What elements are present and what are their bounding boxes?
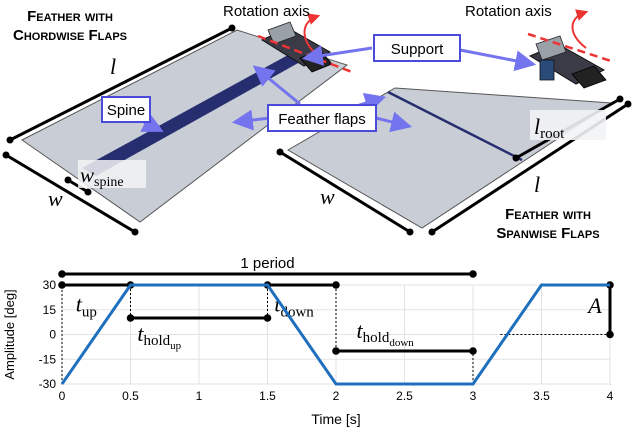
x-axis-label: Time [s] (311, 411, 360, 427)
t-up-label: tup (76, 291, 97, 320)
dim-l-right: l (534, 172, 540, 197)
series-line (60, 283, 610, 386)
y-ticks: 30 15 0 -15 -30 (39, 278, 57, 391)
chordwise-title-line2: Chordwise Flaps (13, 27, 127, 44)
x-tick-label: 3.5 (533, 389, 550, 403)
spanwise-title-line2: Spanwise Flaps (496, 225, 599, 242)
t-hold-down-bar-end (469, 347, 477, 355)
support-label: Support (391, 41, 444, 58)
y-tick-label: 15 (43, 303, 57, 317)
y-tick-label: -30 (39, 377, 57, 391)
period-bar-end (469, 270, 477, 278)
t-hold-down-bar-start (332, 347, 340, 355)
x-ticks: 0 0.5 1 1.5 2 2.5 3 3.5 4 (59, 389, 614, 403)
dim-w-right: w (320, 184, 335, 209)
dim-w-left: w (48, 186, 63, 211)
spanwise-flap-divider (387, 90, 523, 162)
t-hold-up-bar-start (126, 314, 135, 322)
spanwise-rotation-axis (527, 32, 615, 64)
spanwise-support (528, 35, 607, 89)
y-axis-label: Amplitude [deg] (2, 289, 17, 379)
y-tick-label: 0 (49, 328, 56, 342)
amplitude-chart: 0 0.5 1 1.5 2 2.5 3 3.5 4 30 15 0 -15 -30 1 period tu… (2, 255, 614, 427)
y-tick-label: -15 (39, 352, 57, 366)
period-bar-start (58, 270, 66, 278)
amplitude-label: A (586, 293, 602, 318)
series (60, 283, 610, 386)
dim-l-root: lroot (534, 114, 565, 142)
x-tick-label: 0 (59, 389, 66, 403)
x-tick-label: 2.5 (396, 389, 413, 403)
t-hold-down-label: tholddown (357, 318, 415, 349)
x-tick-label: 0.5 (122, 389, 139, 403)
t-hold-up-label: tholdup (137, 321, 181, 352)
t-up-bar-start (58, 281, 66, 289)
x-tick-label: 1 (196, 389, 203, 403)
amplitude-bar-end (606, 330, 614, 339)
dim-w-spine: wspine (80, 163, 124, 190)
t-hold-up-bar-end (263, 314, 272, 322)
chordwise-title-line1: Feather with (27, 8, 113, 25)
y-tick-label: 30 (43, 278, 57, 292)
t-down-bar-end (332, 281, 340, 289)
x-tick-label: 3 (470, 389, 477, 403)
period-label: 1 period (240, 255, 294, 272)
spanwise-title-line1: Feather with (505, 206, 591, 223)
chordwise-rotation-axis (257, 34, 353, 74)
rotation-axis-label-right: Rotation axis (465, 3, 552, 20)
feather-flaps-label: Feather flaps (278, 111, 366, 128)
x-tick-label: 4 (607, 389, 614, 403)
x-tick-label: 1.5 (259, 389, 276, 403)
spine-label: Spine (107, 102, 145, 119)
x-tick-label: 2 (333, 389, 340, 403)
rotation-axis-label-left: Rotation axis (223, 3, 310, 20)
dim-l-left: l (110, 54, 116, 79)
spine (82, 55, 300, 176)
